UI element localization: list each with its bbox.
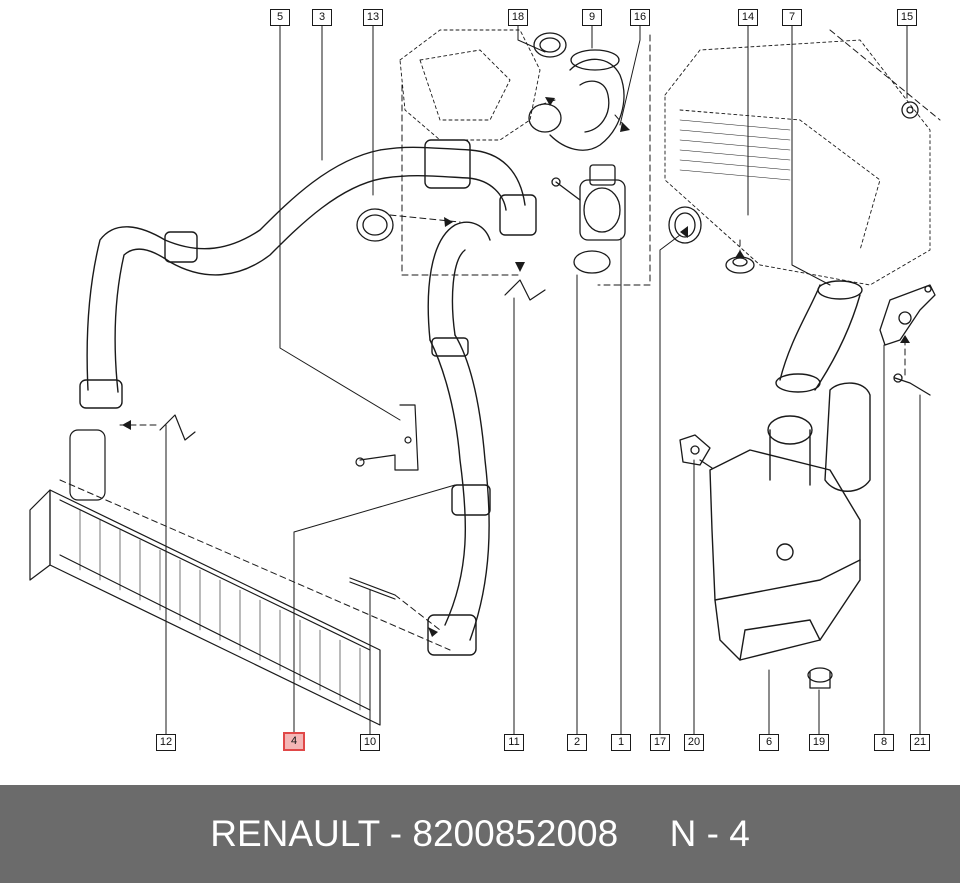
- bracket-8: [879, 284, 936, 346]
- bolt-21: [893, 373, 931, 396]
- dashed-guides: [59, 29, 941, 651]
- callout-20: 20: [684, 734, 704, 751]
- callout-3: 3: [312, 9, 332, 26]
- callout-13: 13: [363, 9, 383, 26]
- callout-14: 14: [738, 9, 758, 26]
- callout-2: 2: [567, 734, 587, 751]
- nut-19: [807, 667, 833, 689]
- leader-lines: [165, 23, 921, 736]
- callout-15: 15: [897, 9, 917, 26]
- diagram-position: N - 4: [669, 813, 750, 854]
- callout-12: 12: [156, 734, 176, 751]
- callout-17: 17: [650, 734, 670, 751]
- callout-16: 16: [630, 9, 650, 26]
- callout-10: 10: [360, 734, 380, 751]
- airflow-meter: [551, 164, 626, 274]
- callout-1: 1: [611, 734, 631, 751]
- radiator-grille: [679, 119, 791, 181]
- parts-diagram: 5 3 13 18 9 16 14 7 15 12 4 10 11 2 1 17…: [29, 9, 941, 751]
- engine-block: [399, 29, 541, 141]
- clips: [159, 279, 546, 600]
- turbo-hose-9: [528, 49, 625, 151]
- caption-separator: -: [389, 813, 403, 854]
- part-caption-bar: RENAULT - 8200852008 N - 4: [0, 785, 960, 883]
- part-number: 8200852008: [412, 813, 619, 854]
- exploded-view-drawing: [29, 23, 941, 736]
- air-duct-7: [775, 280, 863, 393]
- callout-4-highlighted: 4: [283, 732, 305, 751]
- callout-9: 9: [582, 9, 602, 26]
- mount-20: [679, 434, 713, 469]
- intercooler: [29, 429, 381, 726]
- callout-6: 6: [759, 734, 779, 751]
- intercooler-fins: [79, 509, 361, 711]
- brand-name: RENAULT: [210, 813, 380, 854]
- callout-11: 11: [504, 734, 524, 751]
- hose-3: [79, 139, 537, 409]
- callout-7: 7: [782, 9, 802, 26]
- air-filter-housing-6: [709, 382, 871, 661]
- callout-5: 5: [270, 9, 290, 26]
- arrows: [122, 97, 910, 637]
- callout-21: 21: [910, 734, 930, 751]
- callout-19: 19: [809, 734, 829, 751]
- callout-18: 18: [508, 9, 528, 26]
- bracket-5: [355, 404, 419, 471]
- hose-4: [427, 221, 491, 656]
- grommets: [725, 101, 919, 274]
- radiator-block: [664, 39, 931, 286]
- callout-8: 8: [874, 734, 894, 751]
- clamps: [356, 32, 702, 244]
